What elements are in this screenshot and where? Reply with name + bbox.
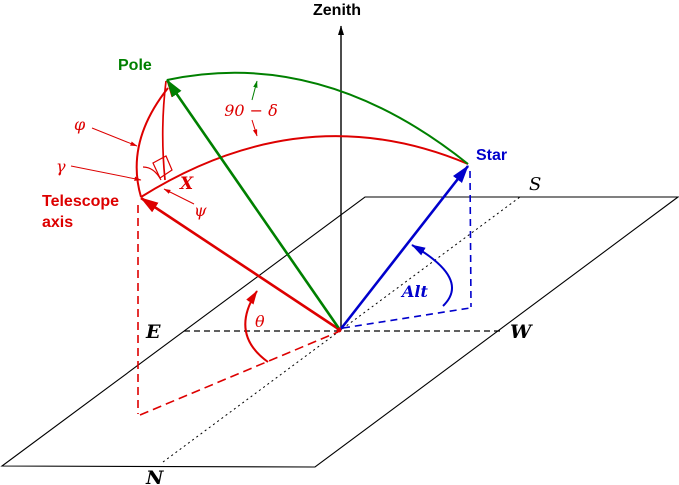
theta-angle-arc xyxy=(244,290,269,363)
compass-south-label: S xyxy=(529,174,541,195)
phi-leader-arrow xyxy=(91,127,138,147)
theta-label: θ xyxy=(255,312,265,331)
psi-leader-arrow xyxy=(163,188,195,205)
phi-arc xyxy=(135,87,169,198)
telescope-axis-vector xyxy=(140,196,341,332)
compass-east-label: E xyxy=(145,321,161,343)
zenith-label: Zenith xyxy=(313,2,361,19)
horizon-plane xyxy=(0,196,679,468)
gamma-angle-arc xyxy=(142,166,162,181)
star-vector xyxy=(338,165,470,331)
telescope-to-star-arc xyxy=(140,135,469,198)
psi-label: ψ xyxy=(194,201,207,220)
telescope-axis-projection-dashed-line xyxy=(139,331,339,416)
pole-vector xyxy=(165,79,342,331)
star-label: Star xyxy=(476,147,507,164)
delta-arc-down-arrow xyxy=(251,119,258,137)
compass-north-label: N xyxy=(145,467,164,485)
phi-label: φ xyxy=(74,115,86,134)
star-vertical-dashed-line xyxy=(469,170,472,308)
telescope-axis-label-line1: Telescope xyxy=(42,193,119,210)
alt-angle-arc xyxy=(411,244,453,307)
compass-west-label: W xyxy=(510,321,533,343)
x-point-label: X xyxy=(179,174,194,194)
gamma-label: γ xyxy=(56,157,66,176)
ninety-minus-delta-label: 90 − δ xyxy=(224,101,278,120)
right-angle-mark xyxy=(152,155,173,179)
gamma-leader-arrow xyxy=(70,165,142,181)
origin-point xyxy=(336,327,342,333)
star-projection-dashed-line xyxy=(342,307,471,329)
north-south-dotted-line xyxy=(162,196,521,463)
delta-arc-up-arrow xyxy=(251,80,258,101)
pole-to-x-arc xyxy=(161,80,167,181)
telescope-axis-label-line2: axis xyxy=(42,214,73,231)
alt-label: Alt xyxy=(400,282,428,301)
pole-to-star-arc xyxy=(166,71,469,165)
pole-label: Pole xyxy=(118,57,152,74)
